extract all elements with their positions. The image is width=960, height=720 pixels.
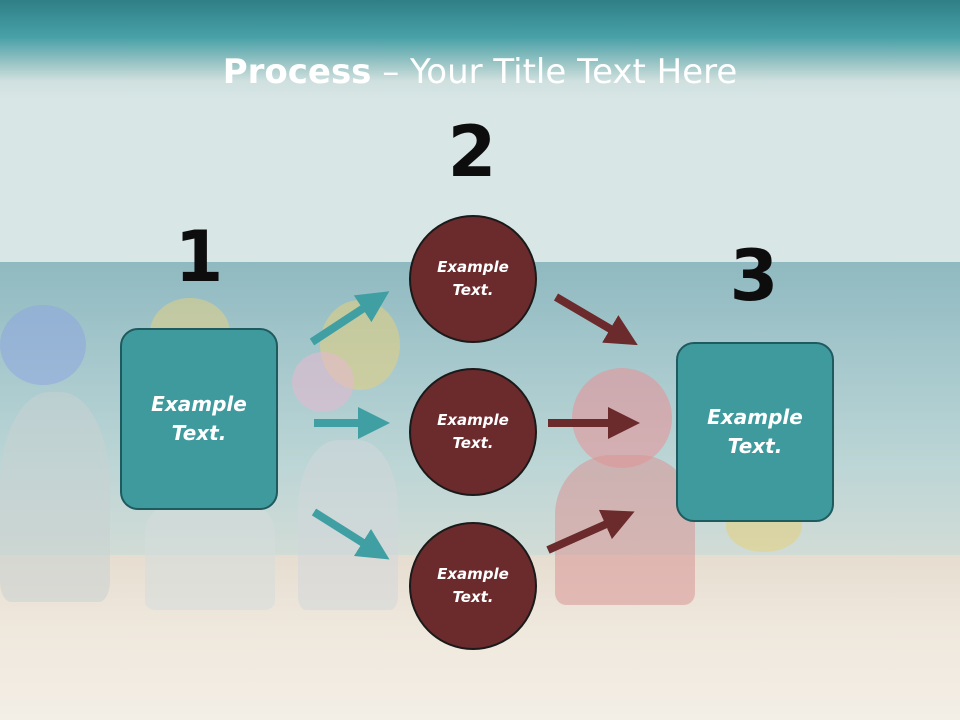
step-1-text: Example Text.	[151, 392, 247, 445]
step-number-1: 1	[174, 216, 224, 298]
arrow-circle-bottom-to-box3	[546, 509, 635, 554]
arrow-box1-to-circle-bottom	[311, 508, 390, 560]
step-2-circle-bottom: Example Text.	[409, 522, 537, 650]
child-figure-shape	[298, 440, 398, 610]
balloon-blue-shape	[0, 305, 86, 385]
step-number-2: 2	[447, 111, 497, 193]
balloon-pink-shape	[292, 352, 354, 412]
slide-title: Process – Your Title Text Here	[0, 52, 960, 92]
step-1-box: Example Text.	[120, 328, 278, 510]
title-bold: Process	[222, 52, 372, 92]
step-3-box: Example Text.	[676, 342, 834, 522]
arrow-box1-to-circle-top	[309, 291, 390, 346]
circle-bottom-text: Example Text.	[437, 565, 509, 606]
circle-top-text: Example Text.	[437, 258, 509, 299]
title-rest: – Your Title Text Here	[371, 52, 738, 92]
arrow-circle-top-to-box3	[553, 293, 638, 346]
step-3-text: Example Text.	[707, 405, 803, 458]
step-2-circle-middle: Example Text.	[409, 368, 537, 496]
step-number-3: 3	[729, 235, 779, 317]
step-2-circle-top: Example Text.	[409, 215, 537, 343]
circle-middle-text: Example Text.	[437, 411, 509, 452]
child-figure-shape	[145, 500, 275, 610]
child-figure-shape	[0, 392, 110, 602]
